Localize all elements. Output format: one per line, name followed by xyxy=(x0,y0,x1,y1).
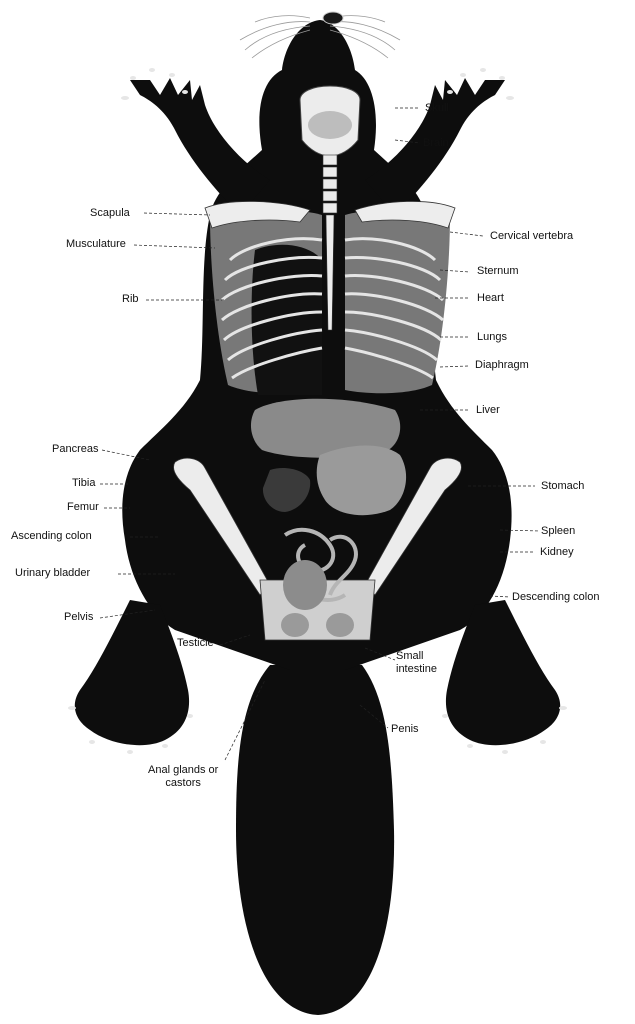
label-cervical-vertebra: Cervical vertebra xyxy=(490,230,573,243)
tail xyxy=(236,665,394,1015)
label-diaphragm: Diaphragm xyxy=(475,359,529,372)
urinary-bladder-shape xyxy=(283,560,327,610)
label-testicle: Testicle xyxy=(177,637,214,650)
label-ascending-colon: Ascending colon xyxy=(11,530,92,543)
label-tibia: Tibia xyxy=(72,477,95,490)
label-penis: Penis xyxy=(391,723,419,736)
label-skull: Skull xyxy=(425,102,449,115)
nose xyxy=(323,12,343,24)
stomach-shape xyxy=(317,446,406,516)
label-scapula: Scapula xyxy=(90,207,130,220)
label-urinary-bladder: Urinary bladder xyxy=(15,567,90,580)
label-stomach: Stomach xyxy=(541,480,584,493)
label-liver: Liver xyxy=(476,404,500,417)
label-kidney: Kidney xyxy=(540,546,574,559)
brain-shape xyxy=(308,111,352,139)
label-femur: Femur xyxy=(67,501,99,514)
label-small-intestine: Small intestine xyxy=(396,650,437,676)
label-spleen: Spleen xyxy=(541,525,575,538)
label-musculature: Musculature xyxy=(66,238,126,251)
label-sternum: Sternum xyxy=(477,265,519,278)
heart-lung-area xyxy=(252,245,322,395)
label-descending-colon: Descending colon xyxy=(512,591,599,604)
label-pelvis: Pelvis xyxy=(64,611,93,624)
label-lungs: Lungs xyxy=(477,331,507,344)
label-pancreas: Pancreas xyxy=(52,443,98,456)
label-heart: Heart xyxy=(477,292,504,305)
label-rib: Rib xyxy=(122,293,139,306)
label-brain: Brain xyxy=(423,137,449,150)
label-anal-glands: Anal glands or castors xyxy=(148,764,218,790)
left-arm xyxy=(130,78,270,215)
